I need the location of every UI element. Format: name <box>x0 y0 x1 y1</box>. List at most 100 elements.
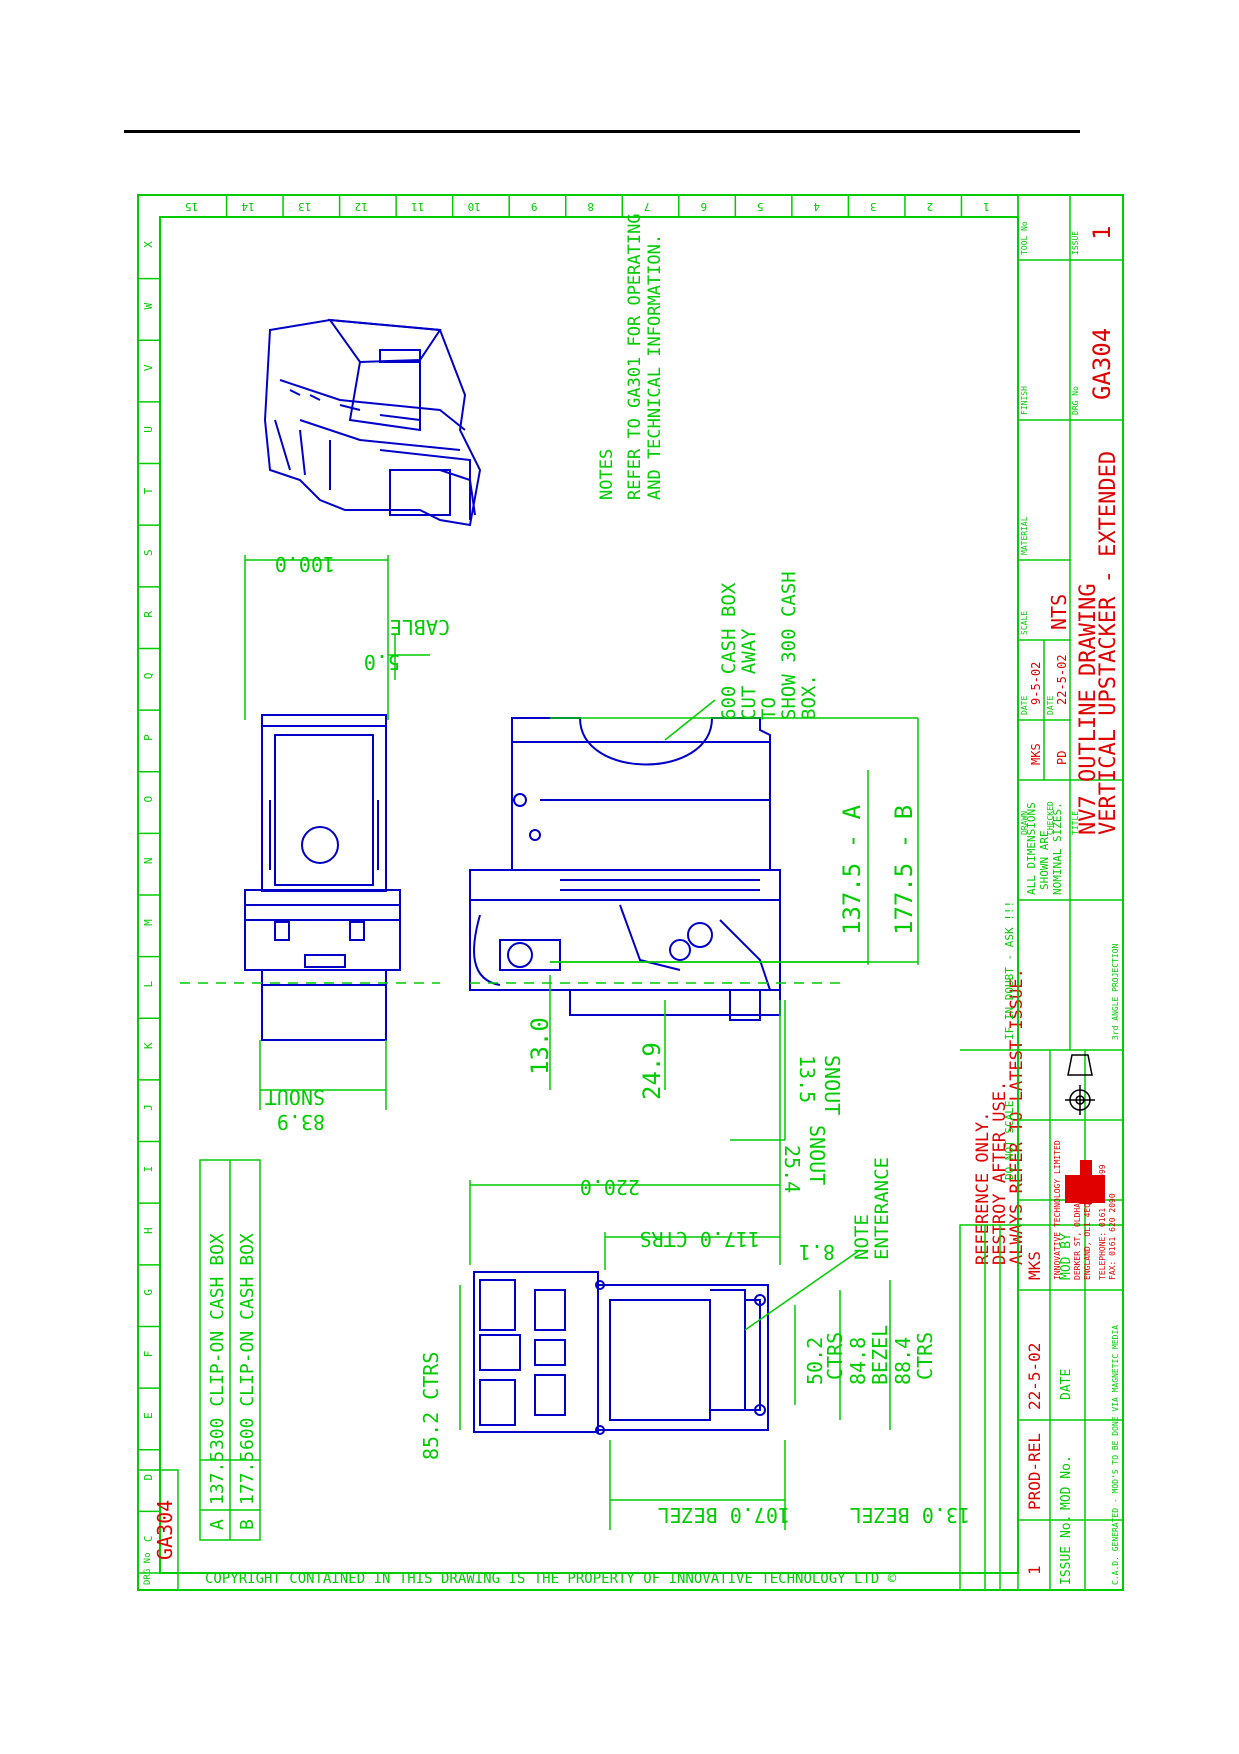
variant-a-key: A <box>207 1519 228 1530</box>
column-zone-label: 15 <box>185 200 198 213</box>
row-zone-label: E <box>142 1412 155 1419</box>
dimension-lines <box>180 555 919 1530</box>
reference-line-2: DESTROY AFTER USE. <box>990 1081 1010 1265</box>
reference-callout: REFERENCE ONLY. DESTROY AFTER USE. ALWAY… <box>973 968 1027 1265</box>
copyright-text: COPYRIGHT CONTAINED IN THIS DRAWING IS T… <box>205 1571 897 1587</box>
rev-date: 22-5-02 <box>1025 1343 1044 1410</box>
row-zone-label: H <box>142 1227 155 1234</box>
dim-13-bezel: 13.0 BEZEL <box>850 1503 970 1527</box>
reference-line-3: ALWAYS REFER TO LATEST ISSUE. <box>1007 968 1027 1265</box>
drawn-by: MKS <box>1029 743 1043 765</box>
dim-5: 5.0 <box>364 650 400 674</box>
notes-line-1: REFER TO GA301 FOR OPERATING <box>625 213 645 500</box>
title-line-2: VERTICAL UPSTACKER - EXTENDED <box>1096 451 1121 835</box>
dim-84-8: 84.8 <box>846 1337 870 1385</box>
company-logo <box>1065 1160 1105 1204</box>
cutaway-line-1: 600 CASH BOX <box>718 582 740 720</box>
dim-13-5: 13.5 <box>795 1055 819 1103</box>
dim-ctrs-1: CTRS <box>823 1332 847 1380</box>
variant-b-desc: 600 CLIP-ON CASH BOX <box>237 1233 258 1450</box>
address-1: DERKER ST, OLDHAM <box>1073 1198 1082 1280</box>
column-zone-label: 5 <box>757 200 764 213</box>
row-zone-label: T <box>142 487 155 494</box>
entrance-line-1: NOTE <box>851 1214 873 1260</box>
dim-snout-2: SNOUT <box>820 1055 844 1115</box>
row-zone-label: G <box>142 1289 155 1296</box>
title-label: TITLE <box>1071 811 1080 835</box>
notes-line-2: AND TECHNICAL INFORMATION. <box>645 234 665 500</box>
row-zone-label: I <box>142 1166 155 1173</box>
drg-number: GA304 <box>1088 328 1116 400</box>
drawn-label: DRAWN <box>1020 811 1029 835</box>
column-zone-label: 10 <box>468 200 481 213</box>
dim-13-0: 13.0 <box>526 1017 554 1075</box>
row-zone-label: C <box>142 1536 155 1543</box>
telephone-1: TELEPHONE: 0161 626 9999 <box>1098 1164 1107 1280</box>
dim-snout-3: SNOUT <box>805 1125 829 1185</box>
row-zone-label: F <box>142 1351 155 1358</box>
cutaway-line-4: SHOW 300 CASH <box>778 571 800 720</box>
notes-block: NOTES REFER TO GA301 FOR OPERATING AND T… <box>597 213 665 500</box>
column-zone-label: 12 <box>355 200 368 213</box>
notes-heading: NOTES <box>597 449 617 500</box>
dim-50-2: 50.2 <box>803 1337 827 1385</box>
column-zone-label: 9 <box>531 200 538 213</box>
drawn-date: 9-5-02 <box>1029 662 1043 705</box>
column-zone-label: 7 <box>644 200 651 213</box>
row-zone-label: R <box>142 611 155 618</box>
angle-projection: 3rd ANGLE PROJECTION <box>1111 943 1120 1040</box>
variant-a-desc: 300 CLIP-ON CASH BOX <box>207 1233 228 1450</box>
row-zone-label: J <box>142 1104 155 1111</box>
row-zone-label: N <box>142 858 155 865</box>
row-zone-label: M <box>142 919 155 926</box>
company-name: INNOVATIVE TECHNOLOGY LIMITED <box>1053 1140 1062 1280</box>
row-zone-label: U <box>142 426 155 433</box>
rev-header-issue: ISSUE No. <box>1059 1515 1074 1585</box>
dim-snout-1: SNOUT <box>265 1085 325 1109</box>
dim-8-1: 8.1 <box>799 1240 835 1264</box>
row-zone-label: D <box>142 1474 155 1481</box>
row-zone-label: L <box>142 980 155 987</box>
date-label-1: DATE <box>1020 696 1029 715</box>
dim-bezel-1: BEZEL <box>868 1325 892 1385</box>
rev-header-date: DATE <box>1059 1369 1074 1400</box>
isometric-view <box>263 318 482 527</box>
checked-date: 22-5-02 <box>1055 654 1069 705</box>
row-zone-label: Q <box>142 673 155 680</box>
projection-symbol <box>1065 1054 1095 1115</box>
dim-137-5-a: 137.5 - A <box>838 804 866 935</box>
column-zone-label: 4 <box>813 200 820 213</box>
dim-25-4: 25.4 <box>780 1145 804 1193</box>
title-block-text: DO NOT SCALE IF IN DOUBT - ASK !!! ALL D… <box>1003 221 1121 1585</box>
column-zone-label: 11 <box>411 200 424 213</box>
finish-label: FINISH <box>1020 386 1029 415</box>
column-zone-label: 1 <box>983 200 990 213</box>
drg-no-label: DRG No <box>143 1552 153 1585</box>
dim-220: 220.0 <box>580 1175 640 1199</box>
front-view <box>473 1271 769 1435</box>
variant-a-value: 137.5 <box>207 1451 228 1505</box>
issue-number: 1 <box>1088 226 1116 240</box>
material-label: MATERIAL <box>1020 516 1029 555</box>
dim-ctrs-2: CTRS <box>913 1332 937 1380</box>
rev-issue-no: 1 <box>1025 1565 1044 1575</box>
top-view <box>244 714 401 1041</box>
header-rule <box>124 130 1080 133</box>
dim-107-bezel: 107.0 BEZEL <box>658 1503 790 1527</box>
drg-label: DRG No <box>1071 386 1080 415</box>
cutaway-line-5: BOX. <box>798 674 820 720</box>
variants-table: A 137.5 300 CLIP-ON CASH BOX B 177.5 600… <box>199 1159 261 1541</box>
column-zone-label: 13 <box>298 200 311 213</box>
side-view <box>469 717 781 1021</box>
dim-85-2-ctrs: 85.2 CTRS <box>419 1352 443 1460</box>
column-zone-label: 6 <box>700 200 707 213</box>
row-zone-label: V <box>142 364 155 371</box>
dim-88-4: 88.4 <box>891 1337 915 1385</box>
if-in-doubt: IF IN DOUBT - ASK !!! <box>1003 901 1016 1040</box>
issue-label: ISSUE <box>1071 231 1080 255</box>
variant-b-value: 177.5 <box>237 1451 258 1505</box>
telephone-2: FAX: 0161 620 2090 <box>1108 1193 1117 1280</box>
